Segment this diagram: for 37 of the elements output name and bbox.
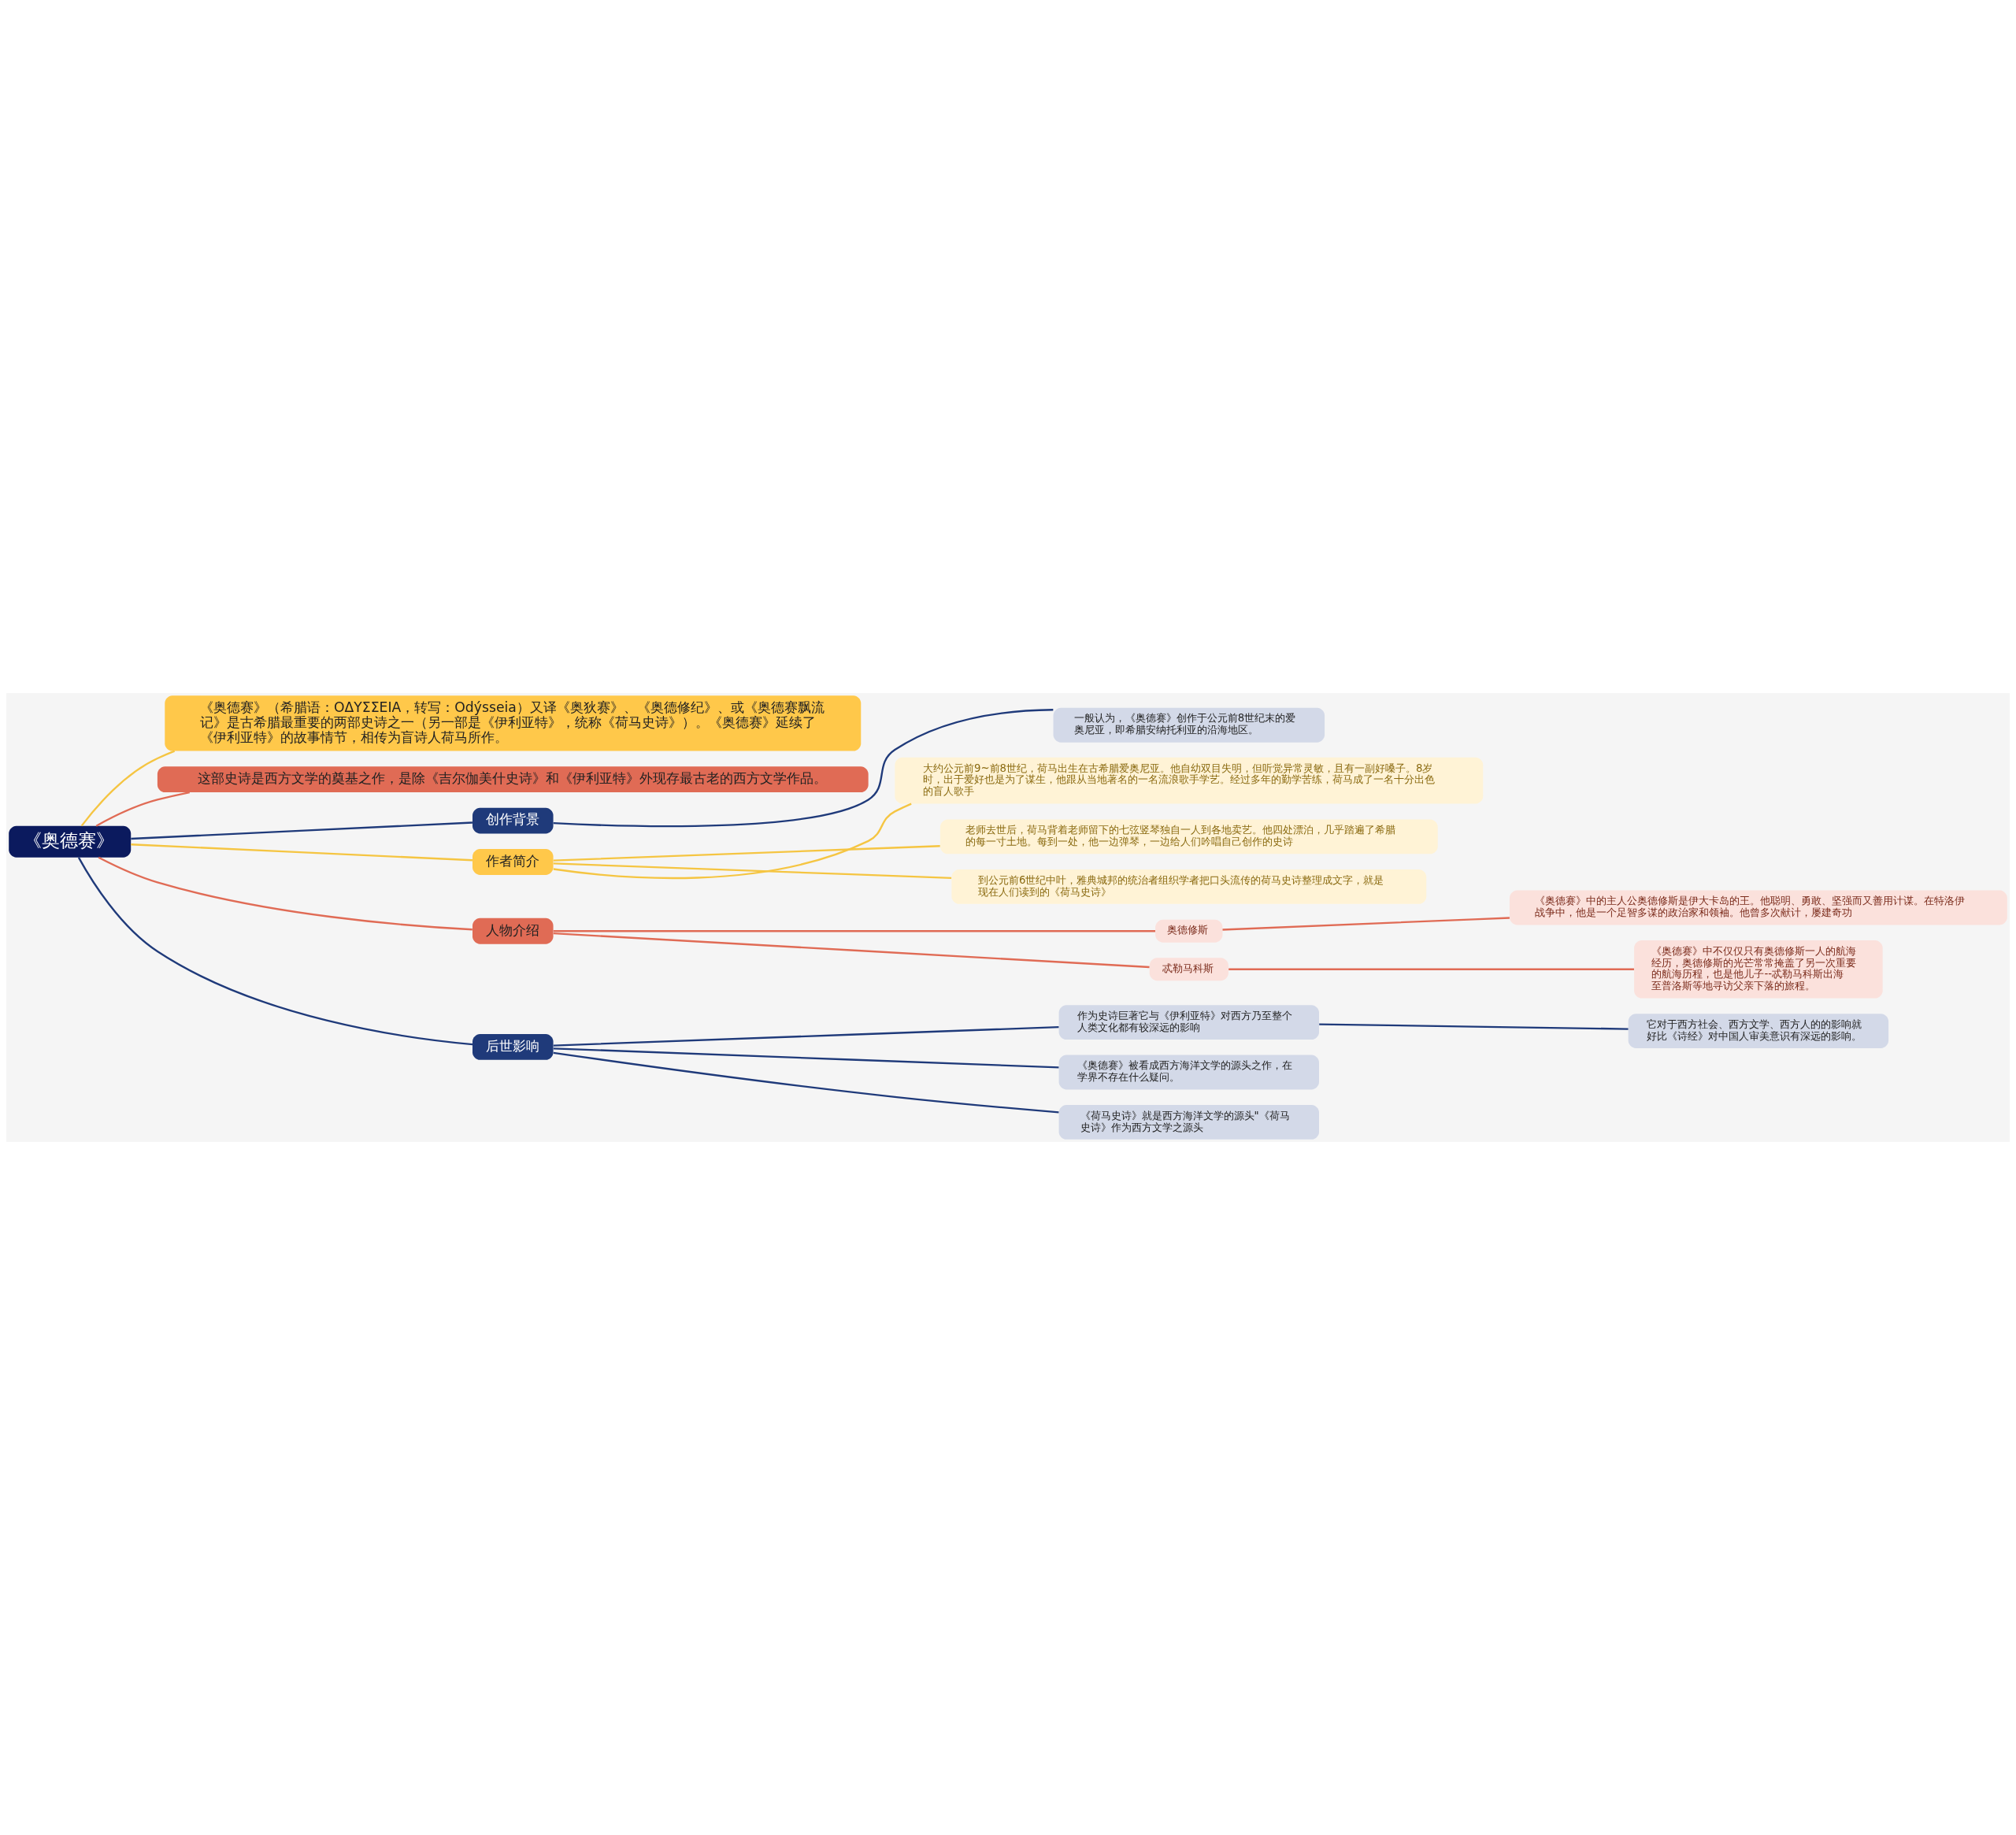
node-box: 《奥德赛》中的主人公奥德修斯是伊大卡岛的王。他聪明、勇敢、坚强而又善用计谋。在特洛伊战争中，他是一个足智多谋的政治家和领袖。他曾多次献计，屡建奇功 — [1509, 890, 2007, 925]
node-box: 老师去世后，荷马背着老师留下的七弦竖琴独自一人到各地卖艺。他四处漂泊，几乎踏遍了希腊的每一寸土地。每到一处，他一边弹琴，一边给人们吟唱自己创作的史诗 — [939, 819, 1438, 854]
node-box: 人物介绍 — [472, 918, 554, 944]
node-box: 《奥德赛》被看成西方海洋文学的源头之作，在学界不存在什么疑问。 — [1058, 1055, 1319, 1090]
node-box: 后世影响 — [472, 1034, 554, 1060]
connector — [95, 791, 190, 827]
connector — [553, 862, 952, 880]
node-box: 作为史诗巨著它与《伊利亚特》对西方乃至整个人类文化都有较深远的影响 — [1058, 1005, 1319, 1040]
node-box: 《奥德赛》（希腊语：ΟΔΥΣΣΕΙΑ，转写：Odýsseia）又译《奥狄赛》、《奥德修纪》、或《奥德赛飘流记》是古希腊最重要的两部史诗之一（另一部是《伊利亚特》，统称《荷马史诗》）。《奥德赛》延续了《伊利亚特》的故事情节，相传为盲诗人荷马所作。 — [165, 695, 862, 751]
node-box: 奥德修斯 — [1155, 919, 1223, 943]
connector — [131, 843, 472, 862]
connector — [553, 930, 1155, 932]
node-box: 这部史诗是西方文学的奠基之作，是除《吉尔伽美什史诗》和《伊利亚特》外现存最古老的西方文学作品。 — [157, 766, 869, 793]
node-box: 一般认为，《奥德赛》创作于公元前8世纪末的爱奥尼亚，即希腊安纳托利亚的沿海地区。 — [1053, 707, 1325, 743]
node-box: 《荷马史诗》就是西方海洋文学的源头"《荷马史诗》作为西方文学之源头 — [1058, 1105, 1319, 1140]
connector — [553, 1051, 1059, 1114]
node-box: 它对于西方社会、西方文学、西方人的的影响就好比《诗经》对中国人审美意识有深远的影响。 — [1628, 1014, 1889, 1048]
connector — [1319, 1023, 1629, 1030]
connector — [131, 821, 472, 840]
connector — [553, 709, 1054, 828]
connector — [553, 1047, 1059, 1069]
node-box: 到公元前6世纪中叶，雅典城邦的统治者组织学者把口头流传的荷马史诗整理成文字，就是现在人们读到的《荷马史诗》 — [951, 869, 1427, 904]
node-box: 大约公元前9~前8世纪，荷马出生在古希腊爱奥尼亚。他自幼双目失明，但听觉异常灵敏，且有一副好嗓子。8岁时，出于爱好也是为了谋生，他跟从当地著名的一名流浪歌手学艺。经过多年的勤学苦练，荷马成了一名十分出色的盲人歌手 — [895, 757, 1484, 804]
connector — [98, 856, 472, 931]
node-box: 作者简介 — [472, 849, 554, 875]
connector — [553, 845, 940, 862]
connector — [1228, 968, 1634, 970]
connector — [80, 750, 176, 827]
node-box: 忒勒马科斯 — [1149, 958, 1228, 981]
connector — [1222, 917, 1510, 931]
connector — [553, 803, 912, 880]
connector — [553, 1025, 1059, 1047]
node-box: 《奥德赛》 — [9, 825, 132, 858]
connector — [77, 857, 473, 1046]
node-box: 创作背景 — [472, 807, 554, 834]
node-box: 《奥德赛》中不仅仅只有奥德修斯一人的航海经历，奥德修斯的光芒常常掩盖了另一次重要的航海历程，也是他儿子--忒勒马科斯出海至普洛斯等地寻访父亲下落的旅程。 — [1634, 940, 1883, 999]
connector — [553, 932, 1150, 969]
